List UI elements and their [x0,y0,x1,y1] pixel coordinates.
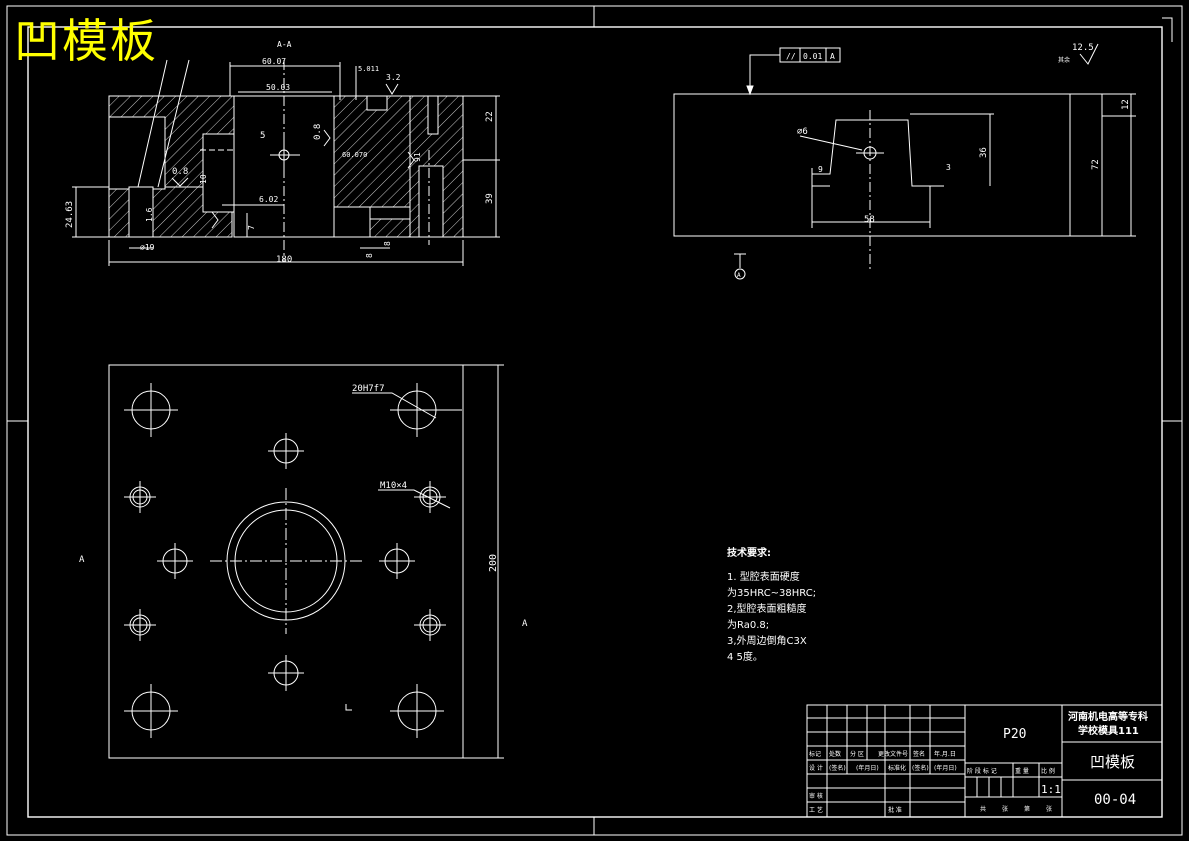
title-block [806,704,1163,818]
svg-text:(年月日): (年月日) [856,764,879,772]
dim-19: ⌀19 [140,243,155,252]
dim-10: 10 [199,174,208,184]
dim-180: 180 [276,255,292,265]
corner-holes [124,383,462,738]
review-label: 审 核 [809,792,823,800]
side-dimension-texts: // 0.01 A 12.5 其余 ⌀6 9 36 3 58 12 72 A [737,43,1131,279]
svg-text:第: 第 [1024,805,1030,813]
material-code: P20 [1003,727,1026,742]
drawing-title: 凹模板 [14,14,158,68]
tech-line: 为Ra0.8; [727,620,770,631]
svg-text:阶 段 标 记: 阶 段 标 记 [967,767,997,775]
plan-dimension-texts: 20H7f7 M10×4 200 A A [79,384,528,629]
roughness-value: 12.5 [1072,43,1094,53]
svg-text:处数: 处数 [829,750,841,758]
drawing-number: 00-04 [1094,792,1136,808]
dim-39: 39 [485,193,495,204]
approve-label: 批 准 [888,806,902,814]
svg-text:张: 张 [1002,805,1008,813]
svg-text:设 计: 设 计 [809,764,823,772]
medium-holes [157,433,415,691]
scale: 1:1 [1041,783,1061,796]
section-label: A-A [277,40,292,49]
svg-text:张: 张 [1046,805,1052,813]
section-dimension-texts: A-A 60.07 50.03 5.011 3.2 22 39 24.63 18… [65,40,495,265]
dim-1-6: 1.6 [145,207,154,222]
school-line-2: 学校模具111 [1078,724,1139,737]
svg-text:标准化: 标准化 [888,764,906,772]
threaded-holes [124,481,446,641]
side-view [673,43,1136,280]
dim-60-07: 60.07 [262,57,286,66]
svg-text:(年月日): (年月日) [934,764,957,772]
dim-6-02: 6.02 [259,195,278,204]
svg-text:年.月.日: 年.月.日 [934,750,956,758]
dim-58: 58 [864,215,875,225]
dim-0-8-b: 0.8 [172,167,188,177]
tech-heading: 技术要求: [727,548,771,559]
dim-72: 72 [1091,159,1101,170]
dim-200: 200 [488,554,499,572]
svg-text:更改文件号: 更改文件号 [878,750,908,758]
dim-12: 12 [1121,99,1131,110]
process-label: 工 艺 [809,806,823,814]
dim-50-03: 50.03 [266,83,290,92]
datum-letter: A [737,272,741,279]
dim-22: 22 [485,111,495,122]
view-marker-right: A [522,619,528,629]
dim-9: 9 [818,165,823,174]
tolerance-datum: A [830,52,835,61]
svg-text:比 例: 比 例 [1041,767,1055,775]
title-block-texts: P20 河南机电高等专科 学校模具111 凹模板 1:1 00-04 标记 处数… [809,710,1148,814]
dim-3-2: 3.2 [386,73,401,82]
dim-7: 7 [247,225,256,230]
tech-line: 3,外周边倒角C3X [727,636,807,647]
svg-text:签名: 签名 [913,750,925,758]
dim-8b: 8 [383,241,392,246]
tech-line: 为35HRC~38HRC; [727,588,817,599]
thread-label: M10×4 [380,481,407,491]
section-view [72,59,500,266]
svg-text:重 量: 重 量 [1015,767,1029,775]
tech-line: 1. 型腔表面硬度 [727,572,800,583]
svg-text:标记: 标记 [809,750,821,758]
dim-24-63: 24.63 [65,201,75,228]
tolerance-symbol: // [786,52,796,61]
svg-text:分 区: 分 区 [850,750,864,758]
dim-60-070: 60.070 [342,151,367,159]
tech-line: 4 5度。 [727,652,763,663]
dim-91: 91 [413,152,422,162]
dim-8: 8 [365,253,374,258]
dim-36: 36 [979,147,989,158]
dim-3: 3 [946,163,951,172]
tech-line: 2,型腔表面粗糙度 [727,604,807,615]
hole-label: 20H7f7 [352,384,385,394]
plan-view [108,364,504,759]
tolerance-value: 0.01 [803,52,822,61]
dim-phi-6: ⌀6 [797,127,808,137]
dim-0-8-a: 0.8 [313,124,323,140]
technical-requirements: 技术要求: 1. 型腔表面硬度 为35HRC~38HRC; 2,型腔表面粗糙度 … [727,546,816,666]
roughness-note: 其余 [1058,56,1070,64]
school-line-1: 河南机电高等专科 [1068,710,1148,723]
dim-5-011: 5.011 [358,65,379,73]
svg-text:共: 共 [980,805,986,813]
sheet-frame [6,5,1183,836]
part-name: 凹模板 [1090,753,1135,771]
svg-text:(签名): (签名) [912,764,929,772]
dim-5: 5 [260,131,265,141]
svg-text:(签名): (签名) [829,764,846,772]
view-marker-left: A [79,555,85,565]
